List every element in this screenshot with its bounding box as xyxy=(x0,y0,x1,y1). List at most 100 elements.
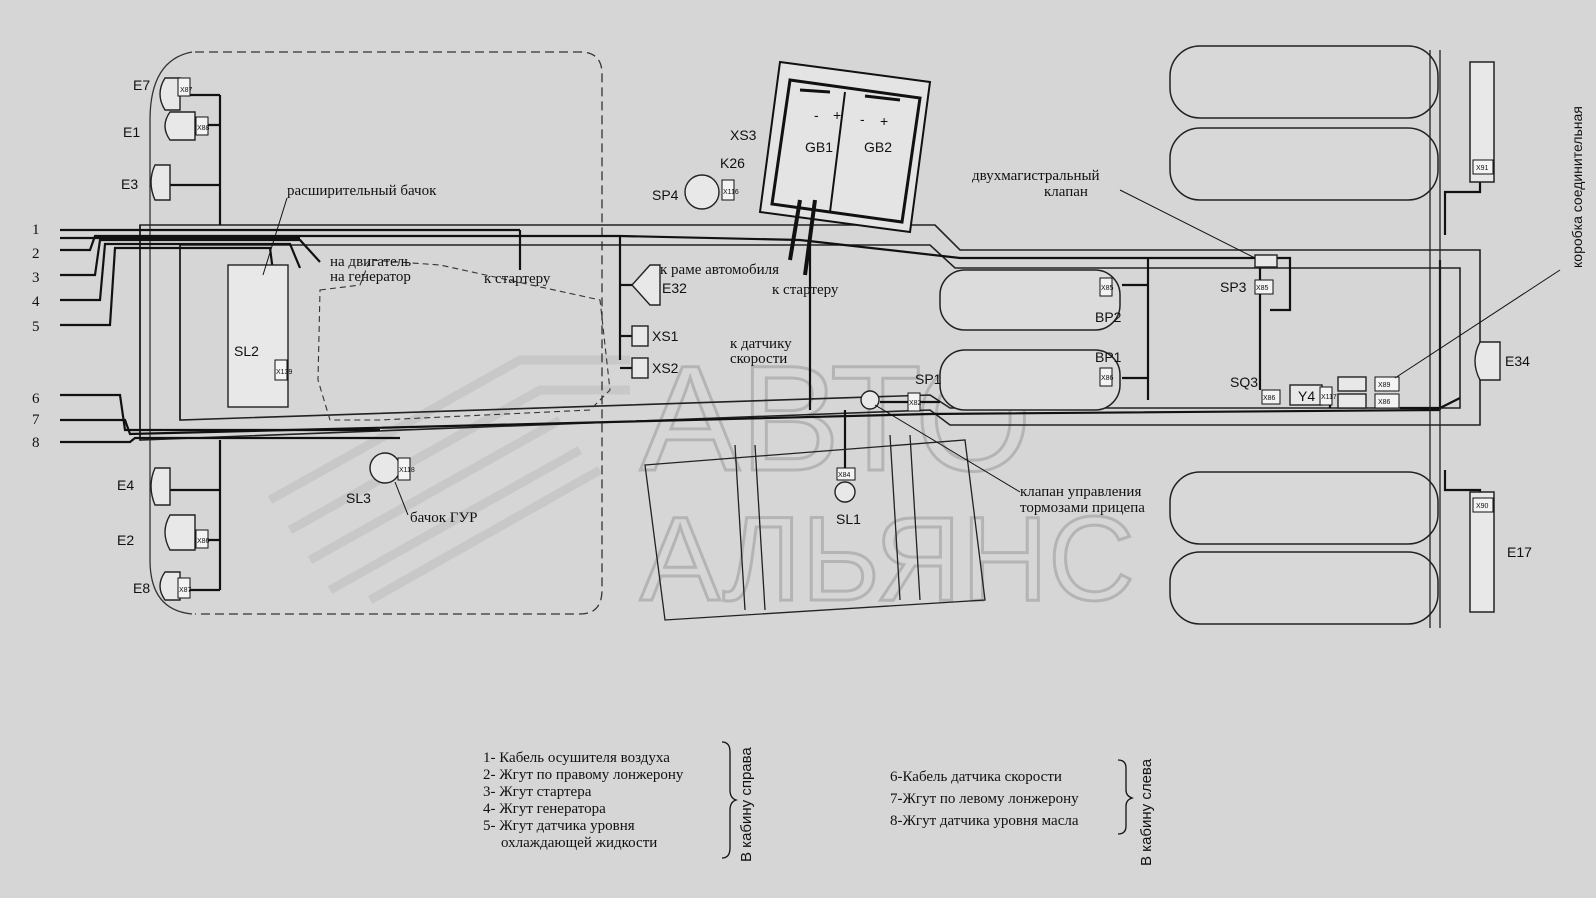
label-sl1: SL1 xyxy=(836,511,861,527)
battery-box xyxy=(758,60,932,276)
rear-lights xyxy=(1474,341,1501,381)
wire-number-6: 6 xyxy=(32,391,40,407)
watermark-logo-icon xyxy=(267,355,630,604)
label-e32: E32 xyxy=(662,280,687,296)
cross-members xyxy=(644,50,1441,628)
connector-x88: X88 xyxy=(197,125,210,132)
connector-x118: X118 xyxy=(399,467,415,474)
legend-braces xyxy=(721,741,1135,859)
front-bumper xyxy=(149,51,193,615)
wire-number-1: 1 xyxy=(32,222,40,238)
label-minus-1: - xyxy=(814,107,819,123)
connector-x86b: X86 xyxy=(1378,399,1391,406)
wire-numbers: 1 2 3 4 5 6 7 8 xyxy=(32,222,40,451)
legend-item-5-cont: охлаждающей жидкости xyxy=(501,835,658,851)
label-k26: K26 xyxy=(720,155,745,171)
connector-x85b: X85 xyxy=(1256,285,1269,292)
annot-to-engine: на двигатель xyxy=(330,254,411,270)
annot-dual-valve-2: клапан xyxy=(1044,184,1088,200)
connector-x117: X117 xyxy=(1321,394,1337,401)
label-minus-2: - xyxy=(860,111,865,127)
label-sp3: SP3 xyxy=(1220,279,1247,295)
annot-trailer-valve-2: тормозами прицепа xyxy=(1020,500,1145,516)
legend-left-side-label: В кабину слева xyxy=(1138,758,1155,866)
label-e8: E8 xyxy=(133,580,150,596)
annot-to-generator: на генератор xyxy=(330,269,411,285)
label-bp2: BP2 xyxy=(1095,309,1122,325)
legend-item-6: 6-Кабель датчика скорости xyxy=(890,769,1062,785)
component-shapes xyxy=(227,174,1367,503)
rear-wheels xyxy=(1169,45,1495,625)
annotations: расширительный бачок на двигатель на ген… xyxy=(262,106,1585,526)
connector-x84: X84 xyxy=(838,472,851,479)
connector-x85a: X85 xyxy=(1101,285,1114,292)
legend-item-1: 1- Кабель осушителя воздуха xyxy=(483,750,670,766)
engine-outline xyxy=(317,259,611,421)
legend-item-2: 2- Жгут по правому лонжерону xyxy=(483,767,684,783)
annot-junction-box: коробка соединительная xyxy=(1569,106,1585,268)
label-sl3: SL3 xyxy=(346,490,371,506)
legend-item-3: 3- Жгут стартера xyxy=(483,784,592,800)
label-sl2: SL2 xyxy=(234,343,259,359)
label-e4: E4 xyxy=(117,477,134,493)
wire-number-3: 3 xyxy=(32,270,40,286)
annot-to-frame: к раме автомобиля xyxy=(660,262,779,278)
annot-dual-valve-1: двухмагистральный xyxy=(972,168,1100,184)
wire-number-2: 2 xyxy=(32,246,40,262)
label-y4: Y4 xyxy=(1298,388,1315,404)
legend-left: 6-Кабель датчика скорости 7-Жгут по лево… xyxy=(890,766,1079,832)
connector-x116: X116 xyxy=(723,189,739,196)
label-sp4: SP4 xyxy=(652,187,679,203)
legend-right-side-label: В кабину справа xyxy=(738,747,755,862)
label-plus-1: + xyxy=(833,107,841,123)
label-e34: E34 xyxy=(1505,353,1530,369)
connector-x87: X87 xyxy=(180,87,193,94)
component-labels: E7 E1 E3 E4 E2 E8 SL2 SL3 SL1 GB1 GB2 - … xyxy=(117,77,1532,596)
annot-power-steering-tank: бачок ГУР xyxy=(410,510,477,526)
annot-to-starter-2: к стартеру xyxy=(772,282,839,298)
label-sp1: SP1 xyxy=(915,371,942,387)
annot-to-starter-1: к стартеру xyxy=(484,271,551,287)
label-xs2: XS2 xyxy=(652,360,679,376)
annot-to-speed-sensor-2: скорости xyxy=(730,351,787,367)
label-xs1: XS1 xyxy=(652,328,679,344)
label-xs3: XS3 xyxy=(730,127,757,143)
connector-x87b: X87 xyxy=(179,587,192,594)
connector-x86a: X86 xyxy=(1101,375,1114,382)
wire-number-8: 8 xyxy=(32,435,40,451)
cab-outline xyxy=(195,51,603,615)
annot-to-speed-sensor-1: к датчику xyxy=(730,336,792,352)
label-e1: E1 xyxy=(123,124,140,140)
label-plus-2: + xyxy=(880,113,888,129)
label-gb1: GB1 xyxy=(805,139,833,155)
label-e17: E17 xyxy=(1507,544,1532,560)
front-lights xyxy=(150,77,196,601)
wire-number-4: 4 xyxy=(32,294,40,310)
label-e2: E2 xyxy=(117,532,134,548)
legend-item-4: 4- Жгут генератора xyxy=(483,801,606,817)
connector-x89: X89 xyxy=(1378,382,1391,389)
chassis-frame xyxy=(139,224,1481,441)
watermark-line2: АЛЬЯНС xyxy=(640,492,1135,626)
label-bp1: BP1 xyxy=(1095,349,1122,365)
connector-boxes xyxy=(177,77,1494,599)
label-e7: E7 xyxy=(133,77,150,93)
legend-item-7: 7-Жгут по левому лонжерону xyxy=(890,791,1079,807)
label-sq3: SQ3 xyxy=(1230,374,1258,390)
air-receivers xyxy=(939,269,1121,411)
legend-right: 1- Кабель осушителя воздуха 2- Жгут по п… xyxy=(483,750,683,852)
connector-x86d: X86 xyxy=(197,538,210,545)
connector-x90: X90 xyxy=(1476,503,1489,510)
connector-x86c: X86 xyxy=(1263,395,1276,402)
wire-number-7: 7 xyxy=(32,412,40,428)
annot-trailer-valve-1: клапан управления xyxy=(1020,484,1141,500)
legend-item-8: 8-Жгут датчика уровня масла xyxy=(890,813,1079,829)
annot-expansion-tank: расширительный бачок xyxy=(287,183,437,199)
connector-x82: X82 xyxy=(909,400,922,407)
wire-number-5: 5 xyxy=(32,319,40,335)
label-e3: E3 xyxy=(121,176,138,192)
connector-x91: X91 xyxy=(1476,165,1489,172)
connector-x139: X139 xyxy=(276,369,292,376)
legend-item-5: 5- Жгут датчика уровня xyxy=(483,818,635,834)
